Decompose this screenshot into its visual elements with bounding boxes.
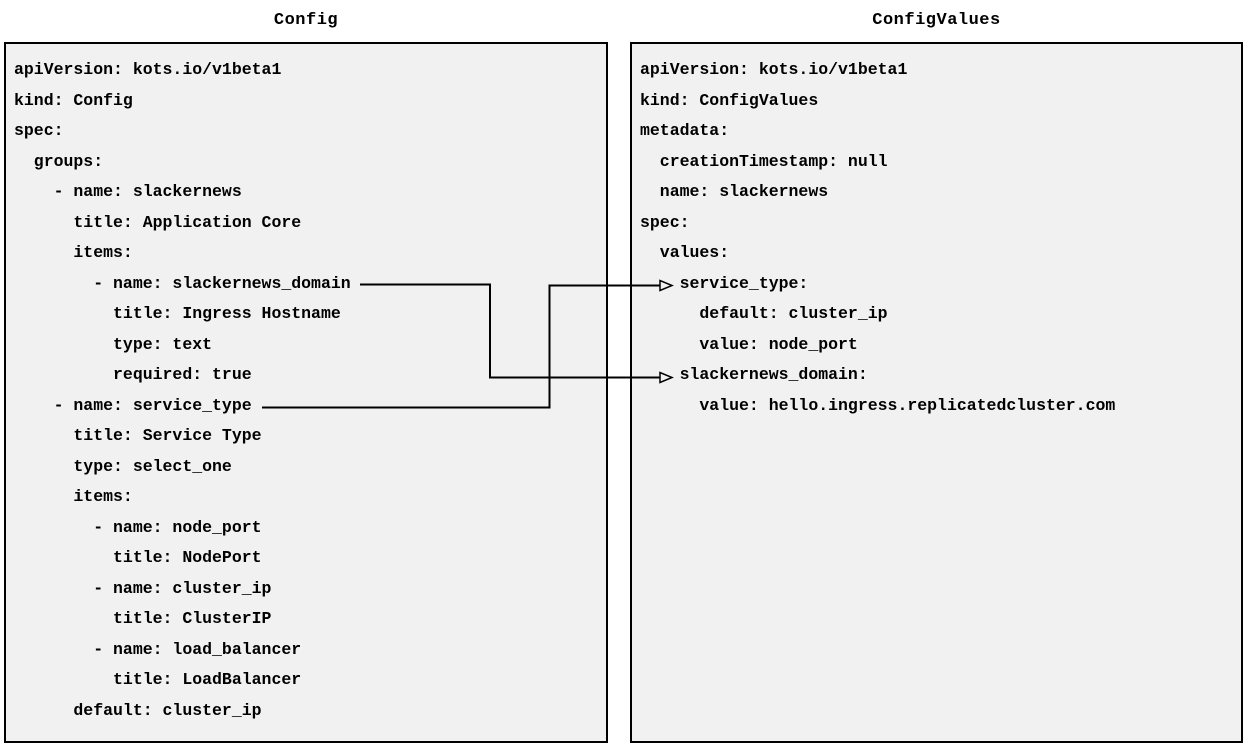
code-line: title: ClusterIP <box>14 609 272 628</box>
code-line: title: Ingress Hostname <box>14 304 341 323</box>
code-line: title: LoadBalancer <box>14 670 302 689</box>
code-line: creationTimestamp: null <box>640 151 888 171</box>
code-line: apiVersion: kots.io/v1beta1 <box>640 60 908 79</box>
code-line: spec: <box>14 121 64 140</box>
code-line: - name: slackernews <box>14 182 242 201</box>
code-line: value: hello.ingress.replicatedcluster.c… <box>640 395 1116 415</box>
code-line: items: <box>14 243 133 262</box>
code-line: type: text <box>14 334 213 354</box>
code-line: metadata: <box>640 121 730 140</box>
code-line: kind: ConfigValues <box>640 90 819 110</box>
configvalues-panel-title: ConfigValues <box>872 11 1001 30</box>
code-line: - name: cluster_ip <box>14 578 272 598</box>
code-line: values: <box>640 243 730 262</box>
code-line: - name: slackernews_domain <box>14 273 351 293</box>
configvalues-panel: apiVersion: kots.io/v1beta1 kind: ConfigV… <box>630 42 1243 743</box>
code-line: groups: <box>14 151 104 171</box>
code-line: default: cluster_ip <box>640 304 888 323</box>
code-line: apiVersion: kots.io/v1beta1 <box>14 60 282 79</box>
code-line: required: true <box>14 365 252 384</box>
code-line: slackernews_domain: <box>640 365 868 384</box>
code-line: kind: Config <box>14 90 133 110</box>
code-line: - name: load_balancer <box>14 639 302 659</box>
config-panel: apiVersion: kots.io/v1beta1 kind: Config s… <box>4 42 608 743</box>
code-line: title: NodePort <box>14 548 262 567</box>
config-panel-title: Config <box>273 11 339 30</box>
code-line: value: node_port <box>640 334 858 354</box>
code-line: name: slackernews <box>640 182 829 201</box>
code-line: items: <box>14 487 133 506</box>
code-line: - name: service_type <box>14 395 252 415</box>
code-line: spec: <box>640 212 690 232</box>
code-line: title: Application Core <box>14 212 302 232</box>
code-line: service_type: <box>640 273 809 293</box>
code-line: - name: node_port <box>14 517 262 537</box>
code-line: title: Service Type <box>14 426 262 445</box>
code-line: default: cluster_ip <box>14 700 262 720</box>
code-line: type: select_one <box>14 456 232 476</box>
config-yaml-code: apiVersion: kots.io/v1beta1 kind: Config s… <box>6 44 606 726</box>
configvalues-yaml-code: apiVersion: kots.io/v1beta1 kind: ConfigV… <box>632 44 1241 421</box>
